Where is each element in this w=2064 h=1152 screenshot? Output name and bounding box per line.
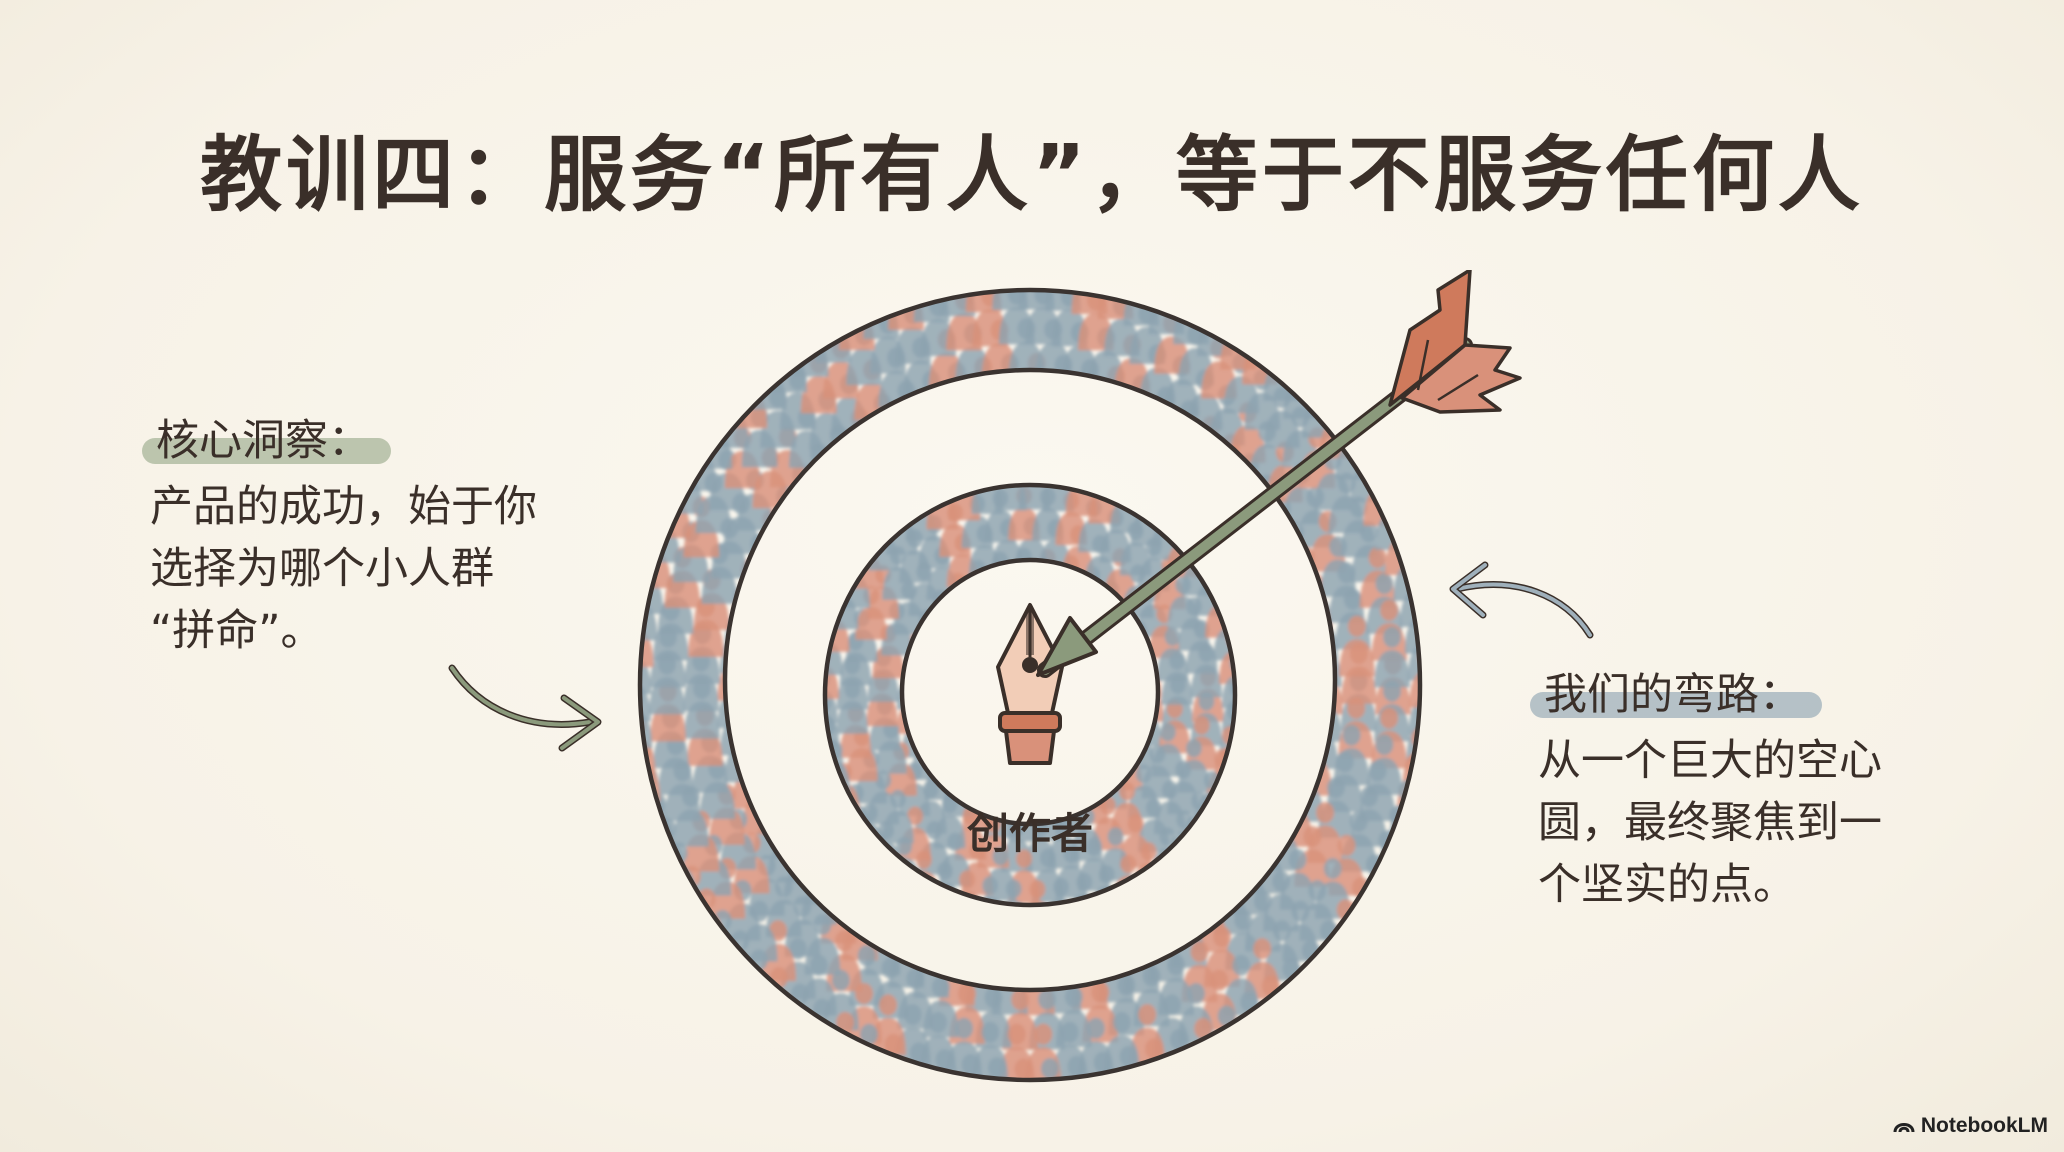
heading-highlight [142,438,391,464]
slide-title: 教训四：服务“所有人”，等于不服务任何人 [200,128,1864,223]
notebooklm-logo-icon [1893,1123,1915,1133]
arrow-in-target-icon [1036,270,1522,678]
curved-arrow-right-icon [448,664,602,752]
crowd-person-icon [974,876,1006,905]
crowd-person-icon [1190,643,1223,698]
crowd-person-icon [952,1054,989,1080]
crowd-person-icon [1341,643,1377,704]
target-illustration: 创作者 [637,270,1522,1083]
crowd-person-icon [1161,651,1193,705]
crowd-person-icon [839,290,875,350]
crowd-person-icon [1018,485,1051,510]
fountain-pen-nib-icon [996,603,1064,765]
curved-arrow-left-icon [1449,561,1594,639]
center-label: 创作者 [967,809,1093,858]
crowd-person-icon [1058,1055,1095,1080]
crowd-person-icon [997,879,1030,905]
our-detour-heading: 我们的弯路： [1530,664,1822,726]
core-insight-note: 核心洞察： 产品的成功，始于你 选择为哪个小人群 “拼命”。 [142,410,610,662]
core-insight-heading: 核心洞察： [142,410,391,472]
crowd-person-icon [1084,1051,1121,1080]
heading-highlight [1530,692,1822,718]
crowd-person-icon [1045,877,1077,905]
our-detour-line: 个坚实的点。 [1538,860,1796,910]
crowd-person-icon [1374,626,1410,688]
core-insight-line: “拼命”。 [150,606,324,656]
our-detour-line: 圆，最终聚焦到一 [1538,798,1882,848]
crowd-person-icon [926,1049,963,1080]
crowd-person-icon [1041,1058,1059,1080]
notebooklm-brand: NotebookLM [1893,1114,2048,1138]
crowd-person-icon [1014,1058,1033,1080]
our-detour-note: 我们的弯路： 从一个巨大的空心 圆，最终聚焦到一 个坚实的点。 [1530,664,1978,916]
crowd-person-icon [863,290,899,340]
our-detour-line: 从一个巨大的空心 [1538,736,1882,786]
target-rings [637,287,1423,1083]
core-insight-line: 选择为哪个小人群 [150,544,494,594]
core-insight-line: 产品的成功，始于你 [150,482,537,532]
crowd-person-icon [988,1057,1006,1079]
crowd-person-icon [1021,880,1054,905]
